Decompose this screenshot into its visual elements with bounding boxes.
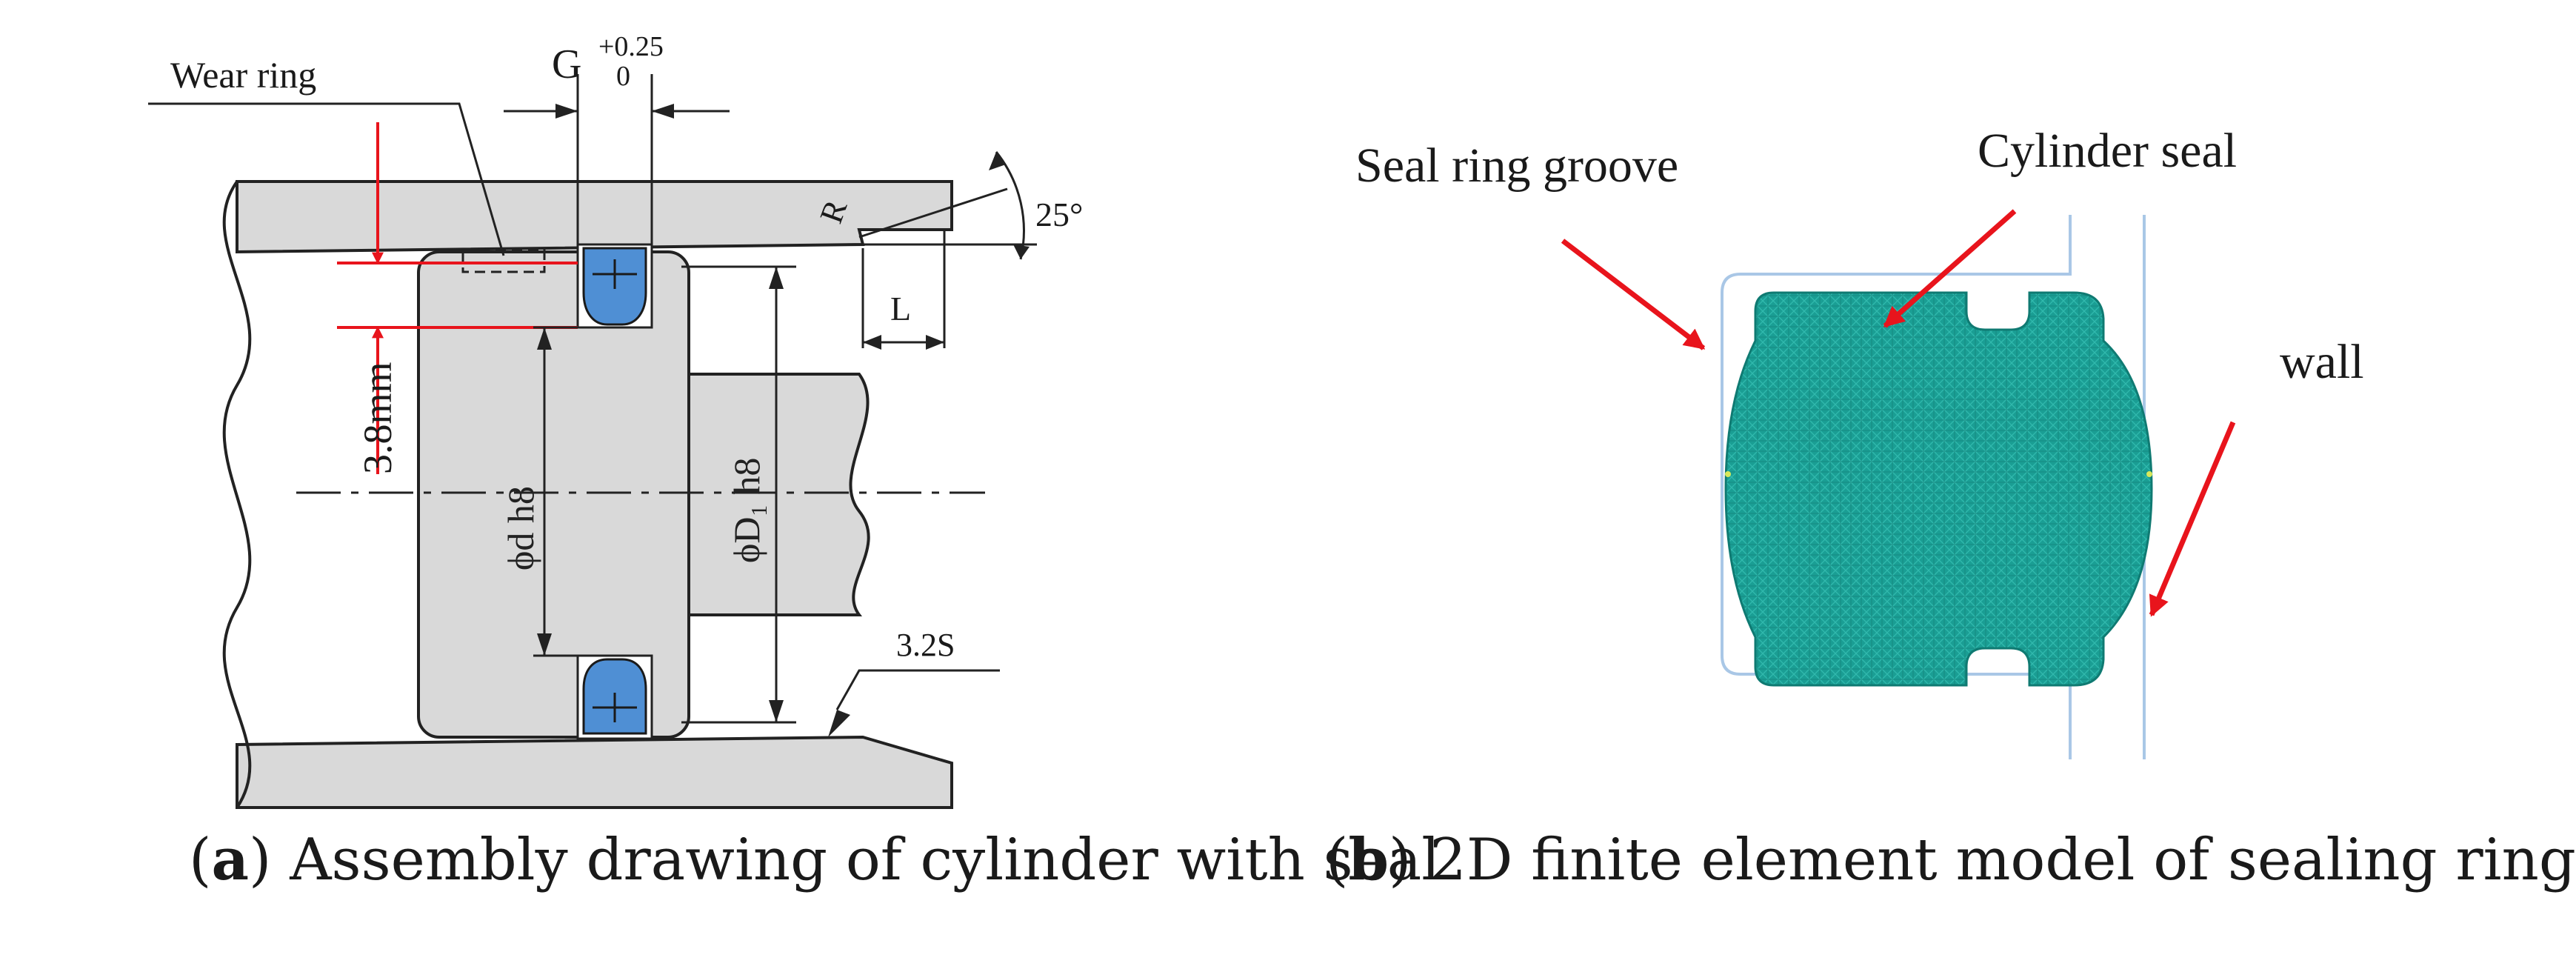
caption-a-letter: a: [211, 826, 249, 893]
phi-d-arrow-bottom: [537, 633, 552, 656]
caption-b-text: 2D finite element model of sealing ring: [1411, 827, 2576, 893]
upper-cylinder-wall: [236, 180, 953, 254]
groove-outline: [1721, 215, 2072, 759]
phi-d1-label: ϕD₁ h8: [726, 458, 767, 563]
piston-rod: [687, 373, 870, 616]
mesh-node-left: [1725, 471, 1731, 477]
l-dim-label: L: [890, 290, 911, 327]
wall-arrow: [2149, 421, 2236, 617]
angle-label: 25°: [1035, 196, 1083, 233]
l-arrowhead-right: [926, 335, 944, 350]
surface-finish-leader: [835, 669, 1000, 710]
mesh-node-right: [2146, 471, 2152, 477]
caption-a: (a) Assembly drawing of cylinder with se…: [189, 826, 1441, 893]
chamfer-line: [858, 187, 1008, 239]
upper-seal-profile: [593, 259, 637, 289]
figure-canvas: Wear ring G +0.25 0 R 25° L 3.8mm: [148, 31, 2364, 809]
cylinder-seal-label: Cylinder seal: [1978, 124, 2237, 178]
g-arrowhead-left: [555, 104, 578, 119]
lower-seal-profile: [593, 693, 637, 722]
fe-mesh-seal: [1724, 291, 2153, 687]
surface-finish-label: 3.2S: [896, 627, 955, 663]
wear-ring-leader: [148, 102, 505, 256]
break-line: [222, 180, 252, 809]
phi-d1-arrow-bottom: [769, 700, 784, 722]
wall-label: wall: [2280, 335, 2364, 389]
caption-b: (b) 2D finite element model of sealing r…: [1326, 826, 2576, 893]
panel-a-assembly-drawing: Wear ring G +0.25 0 R 25° L 3.8mm: [148, 31, 1083, 809]
phi-d1-arrow-top: [769, 267, 784, 289]
surface-finish-tip: [828, 710, 850, 737]
caption-b-letter: b: [1348, 826, 1389, 893]
wear-ring: [461, 248, 546, 273]
dim-3-8mm-label: 3.8mm: [356, 362, 400, 474]
wear-ring-label: Wear ring: [170, 54, 316, 96]
g-arrowhead-right: [652, 104, 674, 119]
seal-arrow: [1883, 209, 2017, 328]
g-tol-upper: +0.25: [598, 31, 664, 62]
l-arrowhead-left: [863, 335, 881, 350]
angle-arc: [995, 151, 1025, 260]
phi-d-arrow-top: [537, 327, 552, 350]
lower-cylinder-wall: [236, 735, 953, 809]
g-dim-label: G: [552, 41, 581, 87]
angle-arrow-top: [989, 152, 1006, 170]
seal-ring-groove-label: Seal ring groove: [1355, 139, 1678, 193]
phi-d-label: ϕd h8: [500, 486, 541, 570]
caption-a-text: Assembly drawing of cylinder with seal: [271, 827, 1441, 893]
g-tol-lower: 0: [616, 61, 630, 92]
panel-b-fe-model: Seal ring groove Cylinder seal wall: [1355, 124, 2364, 759]
groove-arrow: [1561, 239, 1706, 350]
angle-arrow-bottom: [1013, 244, 1030, 259]
